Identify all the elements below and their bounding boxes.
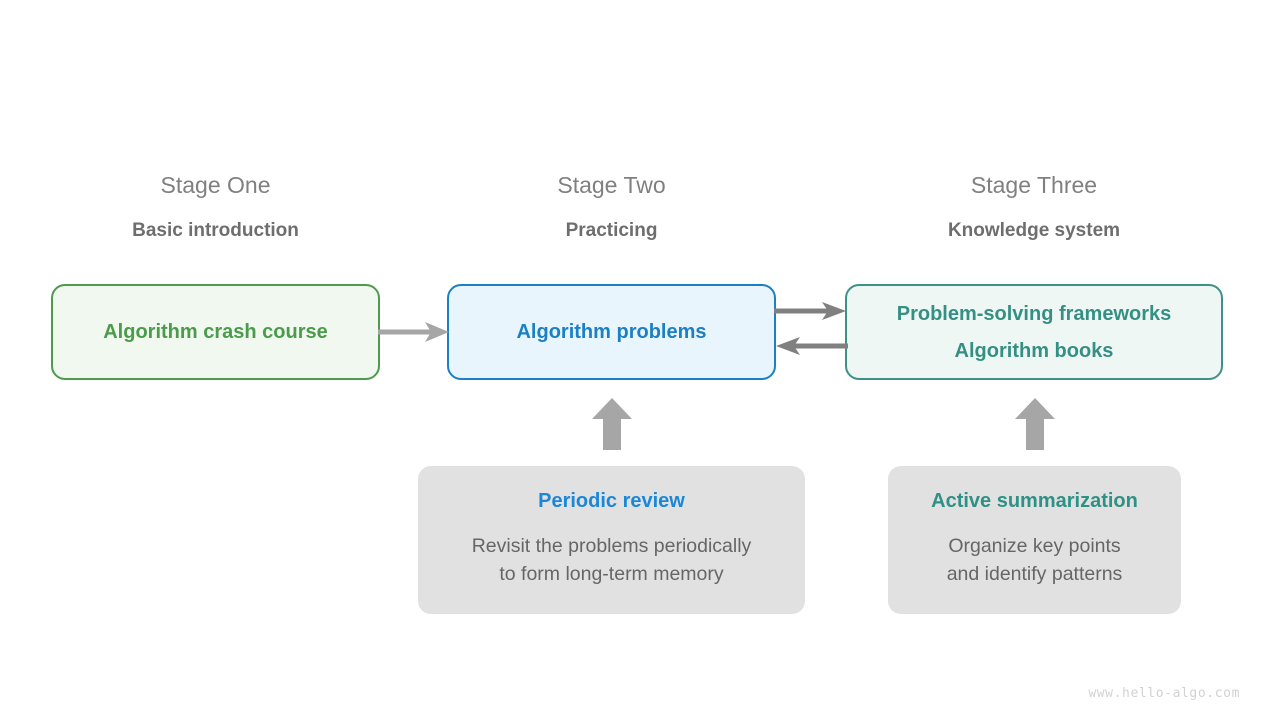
arrow-right-icon-course-to-problems — [378, 322, 449, 342]
stage-title: Stage One — [160, 172, 271, 198]
stage-header-two: Stage Two Practicing — [447, 172, 776, 241]
stage-title: Stage Two — [557, 172, 666, 198]
stage-title: Stage Three — [970, 172, 1098, 198]
node-algorithm-crash-course[interactable]: Algorithm crash course — [51, 284, 380, 380]
node-label-primary: Problem-solving frameworks — [896, 302, 1172, 325]
arrow-up-icon-review — [592, 398, 632, 450]
support-body: Revisit the problems periodically to for… — [471, 535, 752, 585]
arrow-left-icon-frameworks-to-problems — [776, 337, 848, 355]
support-heading: Active summarization — [931, 490, 1138, 513]
node-label: Algorithm problems — [516, 321, 707, 343]
support-heading: Periodic review — [538, 490, 685, 513]
watermark-url: www.hello-algo.com — [1088, 686, 1240, 701]
node-problem-solving-frameworks[interactable]: Problem-solving frameworks Algorithm boo… — [845, 284, 1223, 380]
arrow-right-icon-problems-to-frameworks — [774, 302, 846, 320]
support-box-periodic-review[interactable]: Periodic review Revisit the problems per… — [418, 466, 805, 614]
stage-subtitle: Knowledge system — [947, 220, 1121, 241]
support-body: Organize key points and identify pattern… — [946, 535, 1123, 585]
node-algorithm-problems[interactable]: Algorithm problems — [447, 284, 776, 380]
stage-subtitle: Practicing — [565, 220, 658, 241]
stage-subtitle: Basic introduction — [132, 220, 299, 241]
arrow-up-icon-summary — [1015, 398, 1055, 450]
stage-header-one: Stage One Basic introduction — [51, 172, 380, 241]
stage-header-three: Stage Three Knowledge system — [845, 172, 1223, 241]
support-box-active-summarization[interactable]: Active summarization Organize key points… — [888, 466, 1181, 614]
node-label-secondary: Algorithm books — [954, 339, 1114, 362]
node-label: Algorithm crash course — [103, 321, 328, 343]
